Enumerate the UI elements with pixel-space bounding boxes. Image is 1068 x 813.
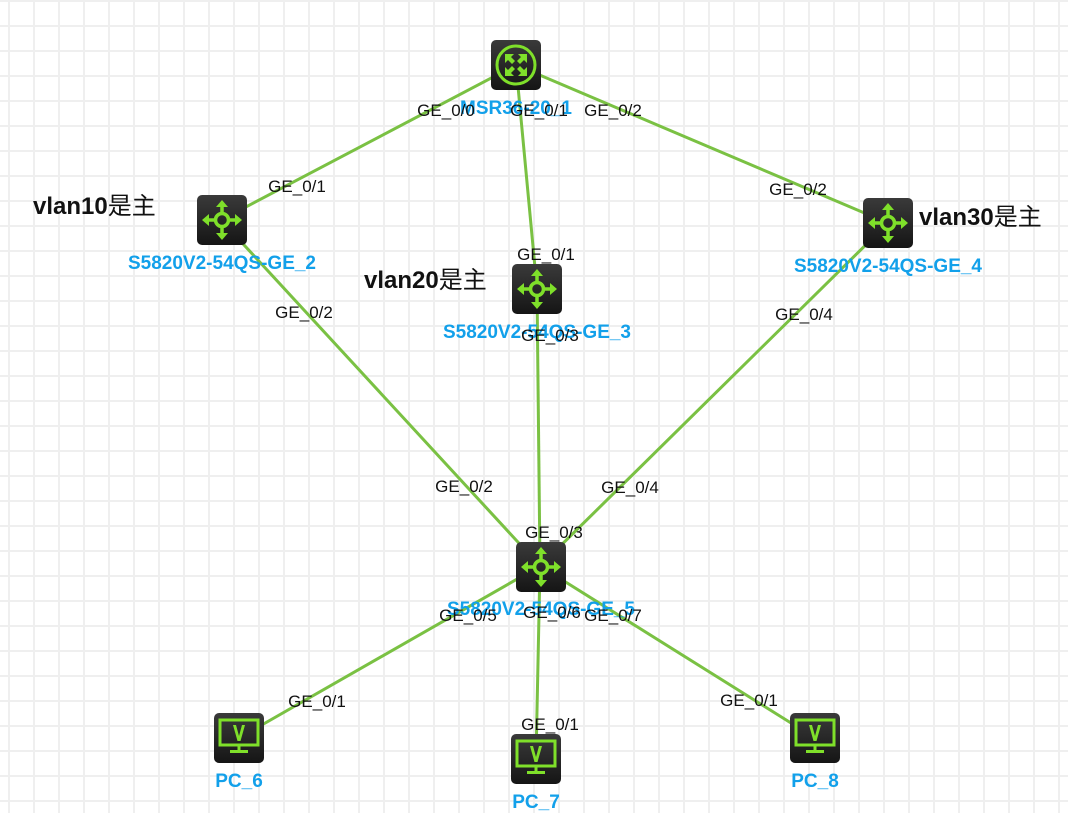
port-label: GE_0/4 [601, 478, 659, 497]
note-vlan: vlan10 [33, 193, 108, 220]
link-msr-ge3[interactable] [514, 64, 539, 290]
switch-icon [868, 203, 908, 243]
note-vlan10-master: vlan10是主 [33, 194, 156, 219]
port-label: GE_0/3 [525, 523, 583, 542]
link-ge3-ge5[interactable] [535, 288, 542, 567]
device-label-s5820v2-ge2: S5820V2-54QS-GE_2 [127, 253, 317, 274]
port-label: GE_0/1 [288, 692, 346, 711]
device-label-pc-7: PC_7 [512, 792, 560, 813]
pc-6[interactable] [214, 713, 264, 763]
router-msr36-20-1[interactable] [491, 40, 541, 90]
device-label-s5820v2-ge5: S5820V2-54QS-GE_5 [446, 599, 636, 620]
port-label: GE_0/1 [517, 245, 575, 264]
port-label: GE_0/1 [510, 101, 568, 120]
device-label-s5820v2-ge4: S5820V2-54QS-GE_4 [793, 256, 983, 277]
link-ge5-pc7[interactable] [534, 565, 542, 760]
switch-s5820v2-ge2[interactable] [197, 195, 247, 245]
port-label: GE_0/1 [720, 691, 778, 710]
note-vlan20-master: vlan20是主 [364, 268, 487, 293]
switch-s5820v2-ge4[interactable] [863, 198, 913, 248]
link-msr-ge2[interactable] [220, 63, 517, 222]
device-label-s5820v2-ge3: S5820V2-54QS-GE_3 [442, 322, 632, 343]
pc-monitor-icon [218, 718, 260, 753]
switch-icon [521, 547, 561, 587]
port-label: GE_0/1 [268, 177, 326, 196]
pc-monitor-icon [515, 739, 557, 774]
pc-monitor-icon [794, 718, 836, 753]
switch-s5820v2-ge5[interactable] [516, 542, 566, 592]
switch-s5820v2-ge3[interactable] [512, 264, 562, 314]
port-label: GE_0/4 [775, 305, 833, 324]
port-label: GE_0/2 [769, 180, 827, 199]
note-suffix: 是主 [993, 203, 1042, 231]
port-label: GE_0/2 [435, 477, 493, 496]
port-label: GE_0/7 [584, 606, 642, 625]
port-label: GE_0/3 [521, 326, 579, 345]
port-label: GE_0/5 [439, 606, 497, 625]
port-label: GE_0/2 [584, 101, 642, 120]
pc-7[interactable] [511, 734, 561, 784]
link-ge5-pc6[interactable] [238, 564, 541, 740]
note-suffix: 是主 [107, 192, 156, 220]
device-label-pc-8: PC_8 [791, 771, 839, 792]
switch-icon [517, 269, 557, 309]
note-vlan30-master: vlan30是主 [919, 205, 1042, 230]
port-label: GE_0/6 [523, 603, 581, 622]
device-label-pc-6: PC_6 [215, 771, 263, 792]
link-ge2-ge5[interactable] [219, 218, 542, 568]
port-label: GE_0/0 [417, 101, 475, 120]
link-ge5-pc8[interactable] [539, 564, 816, 740]
note-vlan: vlan20 [364, 267, 439, 294]
router-icon [495, 44, 537, 86]
port-label: GE_0/2 [275, 303, 333, 322]
pc-8[interactable] [790, 713, 840, 763]
port-label: GE_0/1 [521, 715, 579, 734]
switch-icon [202, 200, 242, 240]
note-vlan: vlan30 [919, 204, 994, 231]
link-ge4-ge5[interactable] [538, 221, 890, 568]
note-suffix: 是主 [438, 266, 487, 294]
device-label-msr36-20-1: MSR36-20_1 [460, 98, 572, 119]
link-msr-ge4[interactable] [515, 63, 889, 225]
